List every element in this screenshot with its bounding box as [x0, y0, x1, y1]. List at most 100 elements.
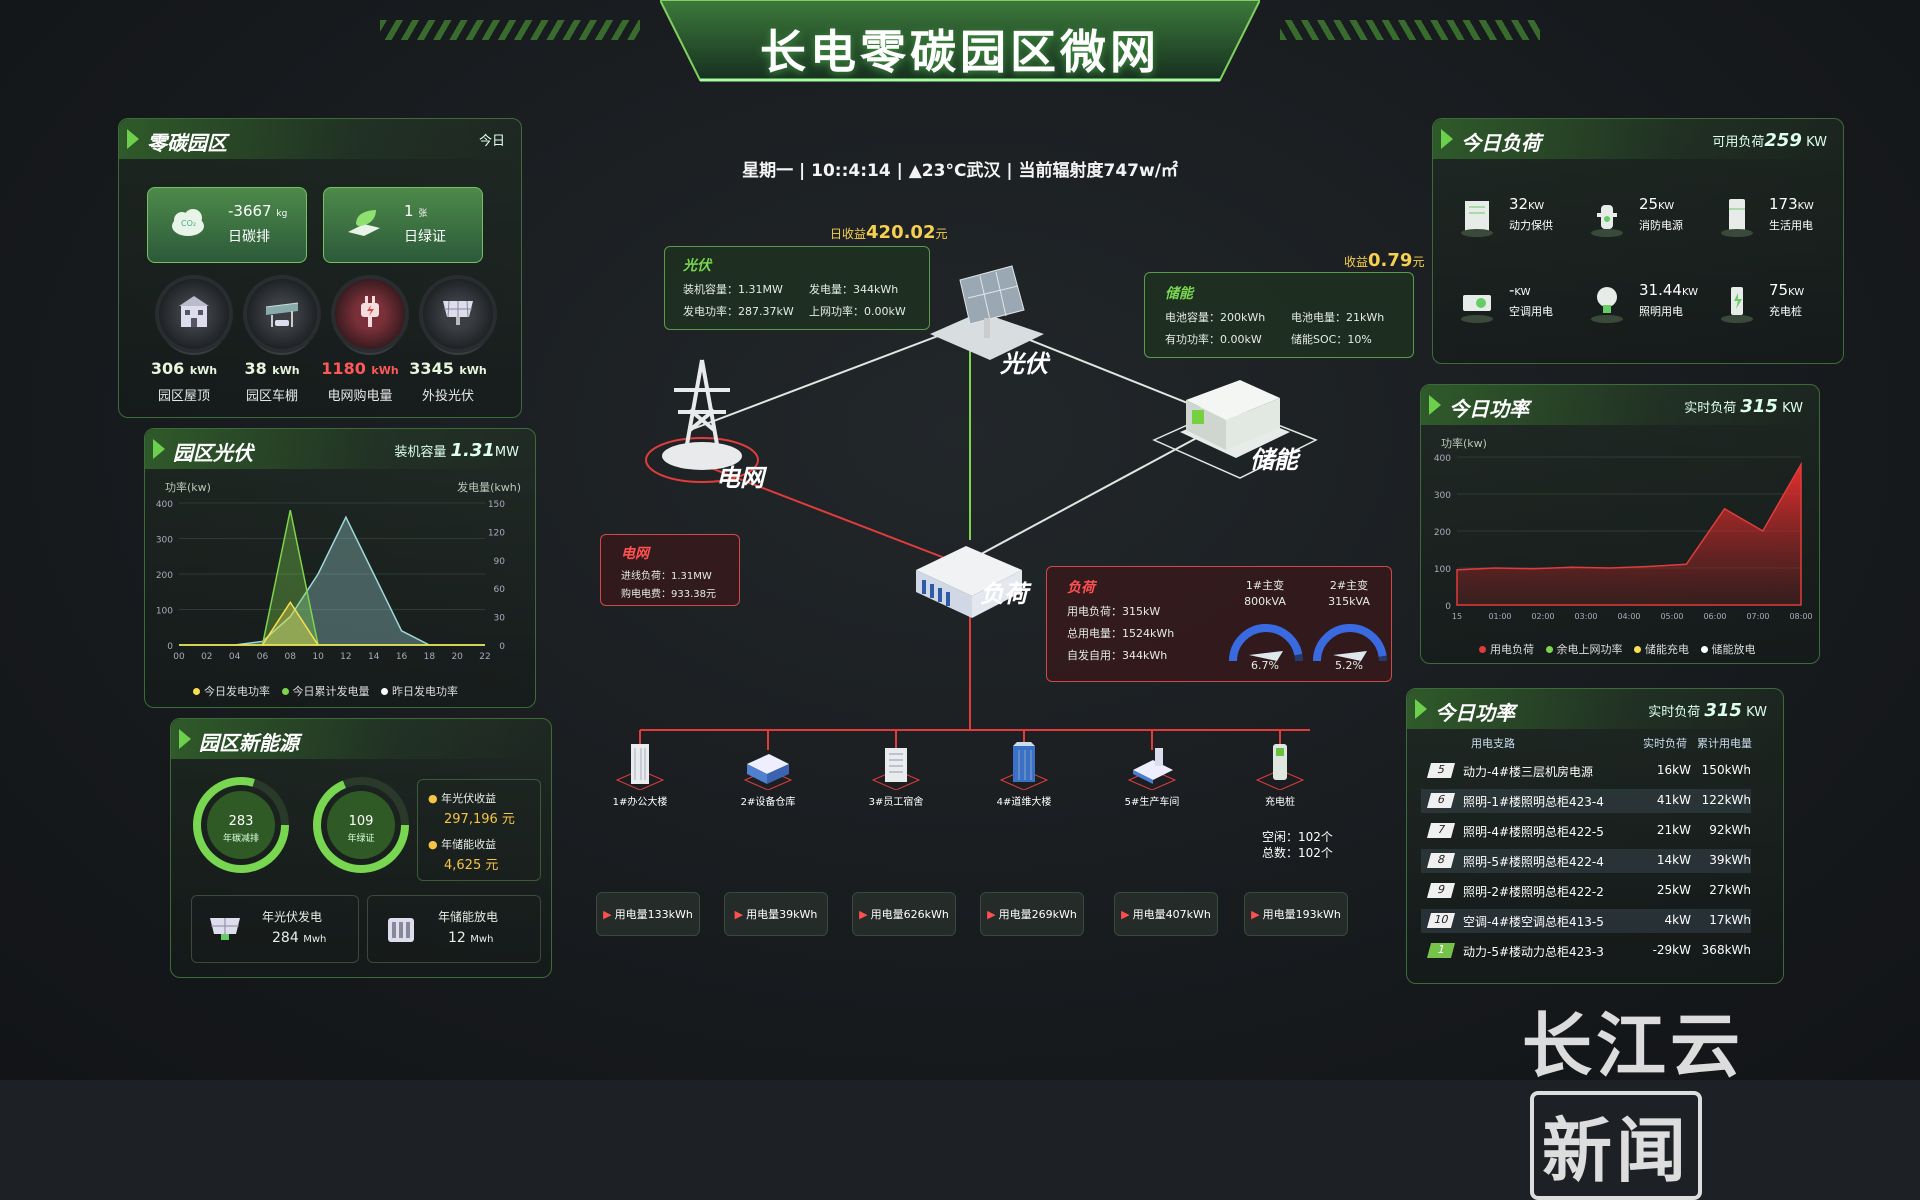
- rank-badge: 5: [1426, 763, 1456, 778]
- chevron-right-icon: [1441, 129, 1453, 149]
- carport-stat-ring: [247, 279, 317, 349]
- branch-load: 25kW: [1656, 883, 1691, 897]
- pv-profit: 日收益420.02元: [830, 222, 948, 243]
- air-conditioner-icon: [1461, 295, 1493, 323]
- new-energy-title: 园区新能源: [199, 731, 299, 755]
- x-tick-label: 22: [479, 652, 490, 662]
- annual-storage-value: 12 Mwh: [448, 930, 494, 946]
- building-name: 2#设备仓库: [740, 797, 796, 808]
- series-area: [179, 601, 485, 646]
- building-office[interactable]: 1#办公大楼: [590, 740, 690, 808]
- branch-load: 41kW: [1656, 793, 1691, 807]
- ring-value: 109: [349, 814, 374, 829]
- charger-total: 总数：102个: [1262, 846, 1333, 860]
- chevron-right-icon: [127, 129, 139, 149]
- chevron-right-icon: [179, 729, 191, 749]
- charger-idle: 空闲：102个: [1262, 830, 1333, 844]
- carport-label: 园区车棚: [245, 389, 298, 404]
- title-plate: 长电零碳园区微网: [660, 0, 1260, 96]
- page-title: 长电零碳园区微网: [760, 25, 1160, 79]
- x-tick-label: 07:00: [1746, 612, 1769, 621]
- legend-item: 今日发电功率: [204, 685, 270, 698]
- clock: 10::4:14: [811, 161, 891, 181]
- branch-name: 空调-4#楼空调总柜413-5: [1463, 915, 1604, 929]
- building-warehouse[interactable]: 2#设备仓库: [718, 740, 818, 808]
- weekday: 星期一: [742, 161, 794, 181]
- load-node-label: 负荷: [980, 580, 1028, 608]
- rooftop-stat-ring: [159, 279, 229, 349]
- legend-dot: [193, 688, 200, 695]
- pv-chart-legend: 今日发电功率 今日累计发电量 昨日发电功率: [185, 683, 458, 699]
- x-tick-label: 04: [229, 652, 241, 662]
- power-table-header: 今日功率 实时负荷 315 KW: [1407, 689, 1783, 729]
- load-item-ac: -KW 空调用电: [1447, 271, 1567, 347]
- self-use-text: 自发自用：344kWh: [1067, 649, 1168, 662]
- usage-charger: ▶用电量193kWh: [1244, 892, 1348, 936]
- legend-item: 今日累计发电量: [292, 685, 370, 698]
- x-tick-label: 02: [201, 652, 212, 662]
- pv-capacity-text: 装机容量：1.31MW: [683, 283, 783, 296]
- load-item-power: 32KW 动力保供: [1447, 185, 1567, 261]
- branch-name: 动力-4#楼三层机房电源: [1463, 765, 1594, 779]
- pv-generation-text: 发电量：344kWh: [809, 283, 899, 296]
- branch-load: -29kW: [1652, 943, 1691, 957]
- x-tick-label: 08: [285, 652, 297, 662]
- news-watermark: 长江云新闻: [1522, 990, 1920, 1200]
- x-tick-label: 15: [1452, 612, 1462, 621]
- load-info-box: 负荷 用电负荷：315kW 总用电量：1524kWh 自发自用：344kWh 1…: [1046, 566, 1392, 682]
- branch-name: 动力-5#楼动力总柜423-3: [1463, 945, 1604, 959]
- storage-node: [1152, 380, 1318, 479]
- legend-dot: [1700, 646, 1708, 653]
- pv-node: [930, 265, 1044, 360]
- building-workshop[interactable]: 5#生产车间: [1102, 740, 1202, 808]
- transformer-1-gauge: [1229, 624, 1303, 662]
- legend-item: 余电上网功率: [1556, 643, 1623, 656]
- pv-info-title: 光伏: [683, 258, 711, 274]
- column-branch: 用电支路: [1471, 737, 1515, 750]
- building-name: 4#道维大楼: [996, 797, 1052, 808]
- grid-node-label: 电网: [716, 464, 764, 492]
- external-pv-value: 3345 kWh: [409, 359, 487, 378]
- building-daowei[interactable]: 4#道维大楼: [974, 740, 1074, 808]
- grid-load-text: 进线负荷：1.31MW: [621, 571, 712, 582]
- x-tick-label: 16: [396, 652, 408, 662]
- park-pv-header: 园区光伏 装机容量 1.31MW: [145, 429, 535, 469]
- annual-storage-label: 年储能放电: [438, 910, 499, 924]
- zero-carbon-panel: 零碳园区 今日 CO₂ -3667 kg 日碳排 1 张 日绿证 306 kWh…: [118, 118, 522, 418]
- ring-label: 年绿证: [347, 832, 374, 844]
- green-cert-value: 1: [404, 202, 414, 220]
- x-tick-label: 08:00: [1789, 612, 1812, 621]
- soc-text: 储能SOC：10%: [1291, 333, 1372, 346]
- carport-solar-icon: [265, 302, 299, 327]
- x-tick-label: 20: [451, 652, 463, 662]
- tower-building-icon: [999, 742, 1049, 791]
- building-charger[interactable]: 充电桩: [1230, 740, 1330, 808]
- pv-node-label: 光伏: [1000, 350, 1048, 378]
- today-power-header: 今日功率 实时负荷 315 KW: [1421, 385, 1819, 425]
- transformer-2-gauge: [1313, 624, 1387, 662]
- battery-capacity-text: 电池容量：200kWh: [1165, 311, 1266, 324]
- branch-total: 92kWh: [1709, 823, 1751, 837]
- realtime-load: 实时负荷 315 KW: [1684, 396, 1803, 417]
- branch-total: 368kWh: [1701, 943, 1751, 957]
- branch-name: 照明-4#楼照明总柜422-5: [1463, 825, 1604, 839]
- annual-storage-box: 年储能放电 12 Mwh: [367, 895, 541, 963]
- park-pv-title: 园区光伏: [173, 441, 253, 465]
- cloud-co2-icon: CO₂: [172, 209, 204, 236]
- weather: ▲23°C武汉: [908, 161, 1001, 181]
- annual-pv-value: 284 Mwh: [272, 930, 327, 946]
- new-energy-header: 园区新能源: [171, 719, 551, 759]
- building-dormitory[interactable]: 3#员工宿舍: [846, 740, 946, 808]
- rank-badge: 6: [1426, 793, 1456, 808]
- branch-load: 21kW: [1656, 823, 1691, 837]
- usage-daowei: ▶用电量269kWh: [980, 892, 1084, 936]
- ring-value: 283: [229, 814, 254, 829]
